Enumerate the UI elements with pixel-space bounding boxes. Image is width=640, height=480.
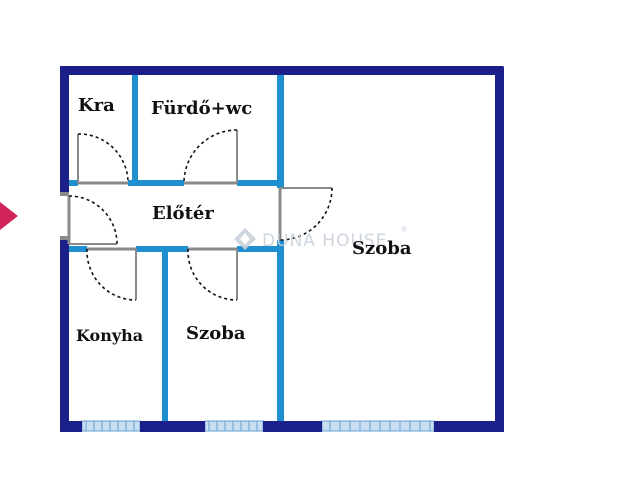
outer-wall-bottom-1: [60, 421, 82, 432]
watermark-text: DUNA HOUSE: [262, 231, 387, 251]
wall-kra-furdo: [132, 75, 138, 183]
door-konyha: [86, 247, 137, 301]
outer-wall-left-lower: [60, 240, 69, 432]
wall-eloter-top-1: [69, 180, 78, 186]
room-label-szoba-small: Szoba: [186, 323, 246, 344]
door-szoba-large: [278, 187, 333, 241]
wall-eloter-bottom-3: [237, 246, 284, 252]
wall-eloter-top-3: [237, 180, 284, 186]
outer-wall-right: [495, 66, 504, 432]
outer-wall-top: [60, 66, 504, 75]
window-szoba-large: [321, 420, 435, 432]
entrance-jamb-top: [60, 192, 69, 196]
wall-eloter-bottom-1: [69, 246, 87, 252]
outer-wall-bottom-2: [140, 421, 205, 432]
room-label-szoba-large: Szoba: [352, 238, 412, 259]
entrance-jamb-bottom: [60, 236, 69, 240]
wall-eloter-right-upper: [277, 75, 284, 188]
doors: [67, 129, 333, 301]
outer-wall-left-upper: [60, 66, 69, 192]
door-kra: [77, 133, 129, 185]
window-szoba-small: [204, 420, 264, 432]
wall-eloter-right-lower: [277, 240, 284, 421]
window-konyha: [81, 420, 141, 432]
door-szoba-small: [187, 247, 238, 301]
watermark-registered-mark: ®: [400, 225, 409, 234]
diamond-logo-icon: [234, 228, 256, 250]
wall-konyha-szoba: [162, 252, 168, 421]
outer-wall-bottom-4: [434, 421, 504, 432]
door-entrance: [67, 195, 118, 245]
room-label-furdo: Fürdő+wc: [151, 98, 252, 119]
windows: [81, 420, 435, 432]
wall-eloter-bottom-2: [136, 246, 188, 252]
wall-eloter-top-2: [128, 180, 184, 186]
outer-wall-bottom-3: [263, 421, 322, 432]
room-label-kra: Kra: [78, 95, 115, 116]
watermark: DUNA HOUSE ®: [234, 225, 409, 251]
room-label-konyha: Konyha: [76, 326, 143, 345]
outer-walls: [60, 66, 504, 432]
inner-walls: [69, 75, 284, 421]
room-label-eloter: Előtér: [152, 203, 214, 224]
entry-arrow-icon: [0, 202, 18, 230]
door-furdo: [183, 129, 238, 185]
